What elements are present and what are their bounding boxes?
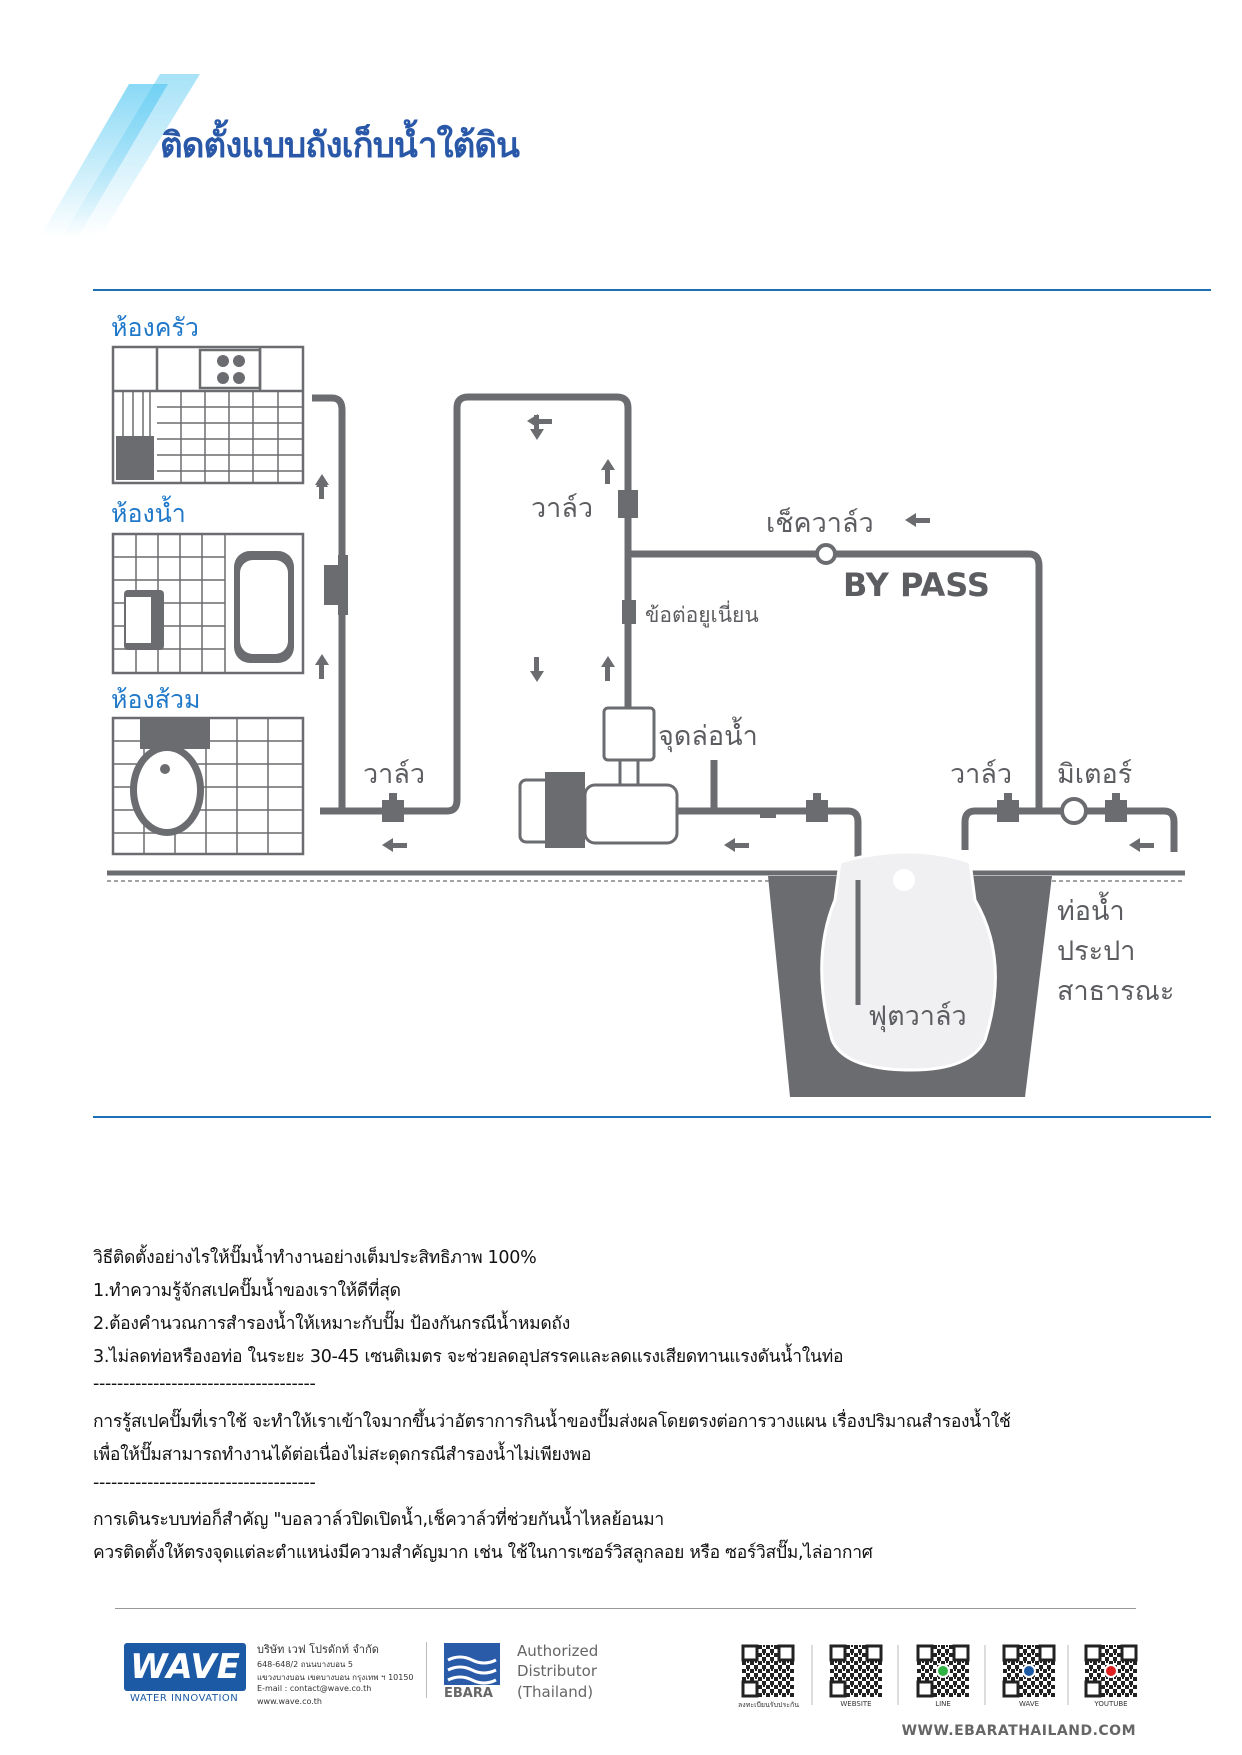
company-website: www.wave.co.th — [257, 1697, 322, 1706]
kitchen-illustration — [111, 345, 305, 485]
valve-upper-label: วาล์ว — [531, 493, 594, 524]
bypass-label: BY PASS — [843, 566, 990, 604]
qr-label-wave: WAVE — [1018, 1700, 1040, 1708]
body-line: 1.ทำความรู้จักสเปคปั๊มน้ำของเราให้ดีที่ส… — [93, 1281, 401, 1301]
body-separator: ------------------------------------- — [93, 1374, 316, 1394]
body-line: 3.ไม่ลดท่อหรืองอท่อ ในระยะ 30-45 เซนติเม… — [93, 1347, 844, 1367]
qr-label-line: LINE — [935, 1700, 951, 1708]
flow-arrows — [315, 414, 1154, 852]
body-heading: วิธีติดตั้งอย่างไรให้ปั๊มน้ำทำงานอย่างเต… — [93, 1248, 537, 1268]
qr-label-youtube: YOUTUBE — [1094, 1700, 1128, 1708]
company-name: บริษัท เวฟ โปรดักท์ จำกัด — [257, 1643, 379, 1656]
ebara-logo-text: EBARA — [444, 1686, 493, 1701]
room-label-toilet: ห้องส้วม — [111, 685, 201, 714]
valve-left-label: วาล์ว — [363, 759, 426, 790]
company-email: E-mail : contact@wave.co.th — [257, 1684, 372, 1693]
distributor-line-2: Distributor — [517, 1662, 598, 1680]
distributor-line-3: (Thailand) — [517, 1683, 594, 1701]
meter-label: มิเตอร์ — [1057, 759, 1133, 790]
valve-right-label: วาล์ว — [950, 759, 1013, 790]
website-link[interactable]: WWW.EBARATHAILAND.COM — [901, 1723, 1136, 1739]
body-line: เพื่อให้ปั๊มสามารถทำงานได้ต่อเนื่องไม่สะ… — [93, 1445, 592, 1465]
public-pipe-label-2: ประปา — [1057, 936, 1136, 967]
qr-warranty — [740, 1643, 796, 1699]
body-line: การรู้สเปคปั๊มที่เราใช้ จะทำให้เราเข้าใจ… — [93, 1412, 1011, 1432]
wave-tagline: WATER INNOVATION — [130, 1693, 239, 1704]
foot-valve-label: ฟุตวาล์ว — [868, 1001, 967, 1032]
check-valve-label: เช็ควาล์ว — [766, 508, 874, 539]
qr-website — [828, 1643, 884, 1699]
company-address-2: แขวงบางบอน เขตบางบอน กรุงเทพ ฯ 10150 — [257, 1673, 414, 1682]
bottom-divider — [93, 1116, 1211, 1118]
room-label-kitchen: ห้องครัว — [111, 313, 199, 342]
underground-tank — [768, 850, 1052, 1097]
union-label: ข้อต่อยูเนี่ยน — [645, 603, 759, 627]
public-pipe-label-1: ท่อน้ำ — [1057, 896, 1125, 927]
qr-label-warranty: ลงทะเบียนรับประกัน — [738, 1701, 799, 1709]
qr-label-website: WEBSITE — [840, 1700, 872, 1708]
body-line: ควรติดตั้งให้ตรงจุดแต่ละตำแหน่งมีความสำค… — [93, 1543, 873, 1563]
footer-divider — [115, 1608, 1136, 1609]
priming-point-label: จุดล่อน้ำ — [658, 721, 758, 752]
pipes — [312, 393, 1178, 1005]
distributor-line-1: Authorized — [517, 1642, 599, 1660]
footer-separator — [426, 1642, 427, 1698]
room-label-bathroom: ห้องน้ำ — [111, 499, 186, 528]
wave-logo: WAVE — [124, 1643, 246, 1691]
company-address-1: 648-648/2 ถนนบางบอน 5 — [257, 1660, 353, 1669]
body-line: 2.ต้องคำนวณการสำรองน้ำให้เหมาะกับปั๊ม ป้… — [93, 1314, 570, 1334]
public-pipe-label-3: สาธารณะ — [1057, 976, 1175, 1007]
pump-illustration — [518, 706, 679, 848]
body-line: การเดินระบบท่อก็สำคัญ "บอลวาล์วปิดเปิดน้… — [93, 1510, 664, 1530]
page-title: ติดตั้งแบบถังเก็บน้ำใต้ดิน — [160, 126, 520, 166]
body-separator: ------------------------------------- — [93, 1473, 316, 1493]
top-divider — [93, 289, 1211, 291]
